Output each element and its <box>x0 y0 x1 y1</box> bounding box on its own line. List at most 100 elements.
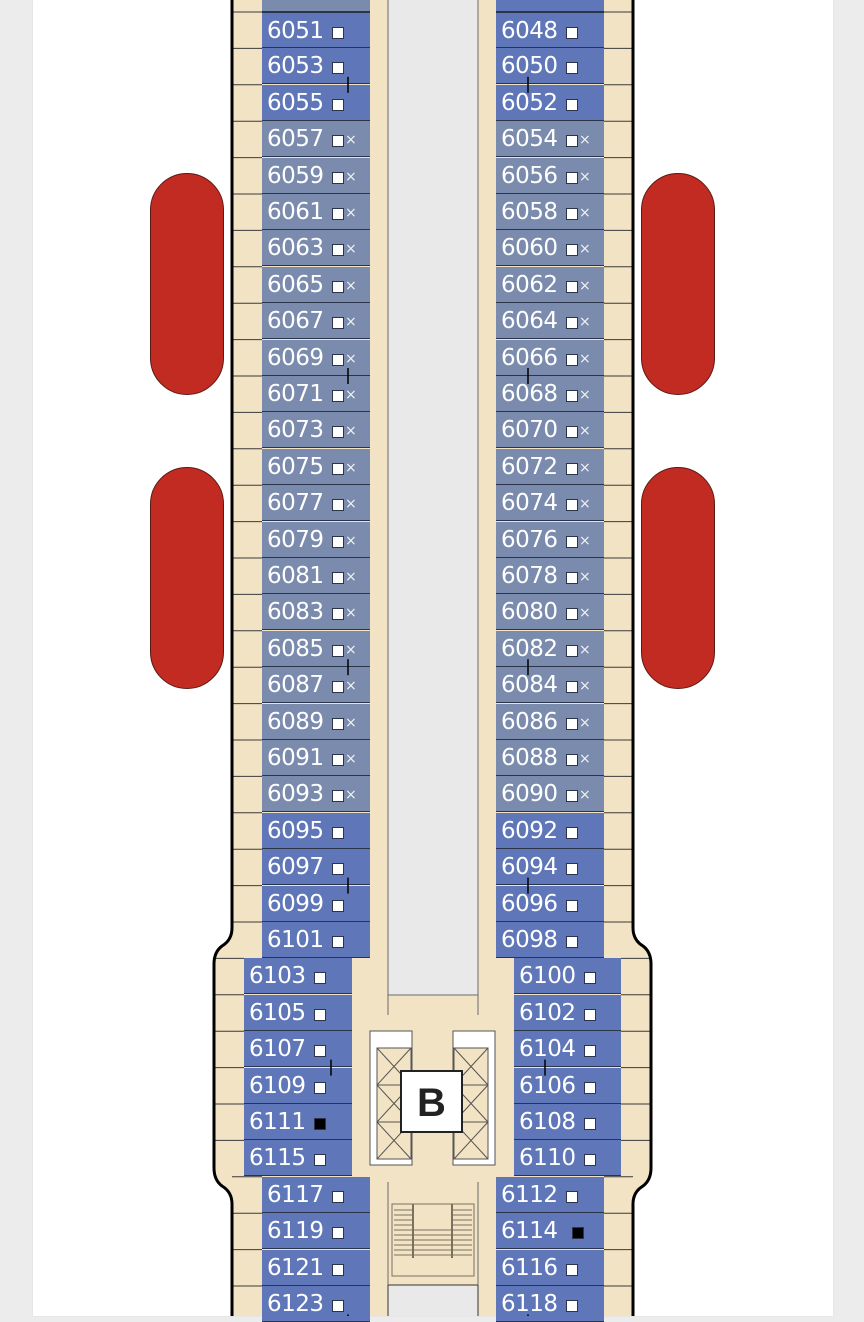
cabin-6063[interactable]: 6063× <box>262 230 370 267</box>
connecting-bath-icon <box>332 1263 344 1276</box>
cabin-6092[interactable]: 6092 <box>496 812 604 849</box>
connecting-bath-icon <box>584 972 596 985</box>
cabin-partial <box>496 0 604 12</box>
cabin-6073[interactable]: 6073× <box>262 412 370 449</box>
cabin-6059[interactable]: 6059× <box>262 157 370 194</box>
cabin-6100[interactable]: 6100 <box>514 958 621 995</box>
cabin-6105[interactable]: 6105 <box>244 994 352 1031</box>
cabin-number: 6086 <box>501 708 558 735</box>
cabin-6085[interactable]: 6085× <box>262 630 370 667</box>
cabin-6114[interactable]: 6114 <box>496 1213 604 1250</box>
connecting-bath-icon <box>332 499 344 512</box>
cabin-6117[interactable]: 6117 <box>262 1176 370 1213</box>
cabin-6095[interactable]: 6095 <box>262 812 370 849</box>
elevator-bank: B <box>369 1030 496 1166</box>
cabin-6065[interactable]: 6065× <box>262 266 370 303</box>
cabin-6096[interactable]: 6096 <box>496 885 604 922</box>
cabin-number: 6100 <box>519 963 576 990</box>
cabin-6110[interactable]: 6110 <box>514 1140 621 1177</box>
cabin-6076[interactable]: 6076× <box>496 521 604 558</box>
connecting-bath-icon <box>566 790 578 803</box>
cabin-number: 6059 <box>267 162 324 189</box>
cabin-6104[interactable]: 6104 <box>514 1031 621 1068</box>
connecting-bath-icon <box>332 171 344 184</box>
connecting-bath-icon <box>566 208 578 220</box>
cabin-6053[interactable]: 6053 <box>262 48 370 85</box>
cabin-6081[interactable]: 6081× <box>262 558 370 594</box>
cabin-6061[interactable]: 6061× <box>262 194 370 230</box>
cabin-6056[interactable]: 6056× <box>496 157 604 194</box>
cabin-6083[interactable]: 6083× <box>262 594 370 631</box>
cabin-6111[interactable]: 6111 <box>244 1104 352 1140</box>
cabin-6080[interactable]: 6080× <box>496 594 604 631</box>
cabin-6050[interactable]: 6050 <box>496 48 604 85</box>
cabin-6121[interactable]: 6121 <box>262 1249 370 1286</box>
cabin-6070[interactable]: 6070× <box>496 412 604 449</box>
connecting-bath-icon <box>566 717 578 730</box>
cabin-6055[interactable]: 6055 <box>262 84 370 121</box>
cabin-6064[interactable]: 6064× <box>496 303 604 340</box>
cabin-6086[interactable]: 6086× <box>496 703 604 740</box>
cabin-6101[interactable]: 6101 <box>262 922 370 958</box>
cabin-6066[interactable]: 6066× <box>496 339 604 376</box>
cabin-number: 6066 <box>501 344 558 371</box>
cabin-number: 6095 <box>267 817 324 844</box>
cabin-6077[interactable]: 6077× <box>262 485 370 522</box>
cabin-6116[interactable]: 6116 <box>496 1249 604 1286</box>
connecting-bath-icon <box>566 899 578 912</box>
cabin-6109[interactable]: 6109 <box>244 1067 352 1104</box>
cabin-6060[interactable]: 6060× <box>496 230 604 267</box>
cabin-6054[interactable]: 6054× <box>496 121 604 158</box>
cabin-6112[interactable]: 6112 <box>496 1176 604 1213</box>
cabin-6091[interactable]: 6091× <box>262 740 370 776</box>
cabin-6052[interactable]: 6052 <box>496 84 604 121</box>
cabin-6115[interactable]: 6115 <box>244 1140 352 1177</box>
connecting-bath-icon <box>314 1081 326 1094</box>
cabin-6088[interactable]: 6088× <box>496 740 604 776</box>
cabin-6087[interactable]: 6087× <box>262 667 370 704</box>
cabin-6067[interactable]: 6067× <box>262 303 370 340</box>
connecting-bath-icon <box>332 353 344 366</box>
cabin-6089[interactable]: 6089× <box>262 703 370 740</box>
cabin-6094[interactable]: 6094 <box>496 849 604 886</box>
cabin-6069[interactable]: 6069× <box>262 339 370 376</box>
cabin-6058[interactable]: 6058× <box>496 194 604 230</box>
cabin-6098[interactable]: 6098 <box>496 922 604 958</box>
connecting-bath-icon <box>566 62 578 75</box>
cabin-6057[interactable]: 6057× <box>262 121 370 158</box>
cabin-6103[interactable]: 6103 <box>244 958 352 995</box>
obstructed-view-icon: × <box>579 459 591 476</box>
cabin-6108[interactable]: 6108 <box>514 1104 621 1140</box>
cabin-number: 6098 <box>501 927 558 953</box>
cabin-6072[interactable]: 6072 × <box>496 448 604 485</box>
cabin-6097[interactable]: 6097 <box>262 849 370 886</box>
cabin-6078[interactable]: 6078× <box>496 558 604 594</box>
cabin-6062[interactable]: 6062× <box>496 266 604 303</box>
cabin-6099[interactable]: 6099 <box>262 885 370 922</box>
cabin-6048[interactable]: 6048 <box>496 12 604 48</box>
cabin-6119[interactable]: 6119 <box>262 1213 370 1250</box>
connecting-bath-icon <box>566 826 578 839</box>
cabin-6090[interactable]: 6090× <box>496 776 604 813</box>
cabin-6075[interactable]: 6075× <box>262 448 370 485</box>
cabin-number: 6056 <box>501 162 558 189</box>
cabin-number: 6088 <box>501 745 558 771</box>
cabin-6082[interactable]: 6082× <box>496 630 604 667</box>
cabin-number: 6079 <box>267 526 324 553</box>
cabin-6074[interactable]: 6074× <box>496 485 604 522</box>
cabin-6106[interactable]: 6106 <box>514 1067 621 1104</box>
cabin-6068[interactable]: 6068× <box>496 376 604 412</box>
cabin-6107[interactable]: 6107 <box>244 1031 352 1068</box>
cabin-number: 6084 <box>501 672 558 699</box>
cabin-number: 6093 <box>267 781 324 808</box>
cabin-number: 6081 <box>267 563 324 589</box>
cabin-6071[interactable]: 6071× <box>262 376 370 412</box>
cabin-6123[interactable]: 6123 <box>262 1286 370 1322</box>
cabin-6051[interactable]: 6051 <box>262 12 370 48</box>
cabin-6102[interactable]: 6102 <box>514 994 621 1031</box>
cabin-6093[interactable]: 6093× <box>262 776 370 813</box>
cabin-6118[interactable]: 6118 <box>496 1286 604 1322</box>
cabin-6084[interactable]: 6084× <box>496 667 604 704</box>
cabin-number: 6072 <box>501 453 558 480</box>
cabin-6079[interactable]: 6079× <box>262 521 370 558</box>
